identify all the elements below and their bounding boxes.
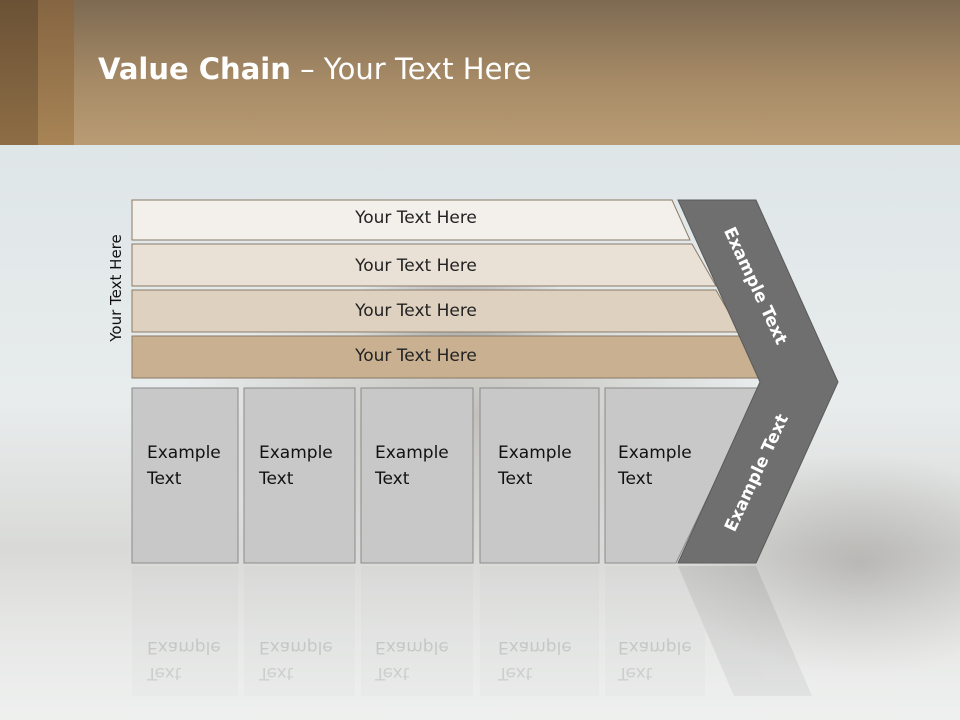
row-label-1: Your Text Here (355, 208, 477, 228)
row-label-4: Your Text Here (355, 346, 477, 366)
activity-box-1-label: Example Text (147, 440, 221, 492)
title-bold: Value Chain (98, 52, 291, 86)
box-label-line2: Text (618, 469, 653, 489)
header-accent-bar (38, 0, 74, 145)
row-label-2: Your Text Here (355, 256, 477, 276)
activity-box-1[interactable] (131, 387, 239, 564)
row-bar-1[interactable] (131, 199, 691, 241)
box-label-line2: Text (147, 469, 182, 489)
activity-box-2-label: Example Text (259, 440, 333, 492)
header-band: Value Chain – Your Text Here (0, 0, 960, 145)
activity-box-3[interactable] (360, 387, 474, 564)
row-label-3: Your Text Here (355, 301, 477, 321)
box-label-line1: Example (375, 443, 449, 463)
activity-box-3-label: Example Text (375, 440, 449, 492)
box-label-line2: Text (498, 469, 533, 489)
reflection-fade (0, 560, 960, 720)
activity-box-4[interactable] (479, 387, 600, 564)
box-label-line2: Text (375, 469, 410, 489)
header-accent-bar (0, 0, 38, 145)
box-label-line1: Example (259, 443, 333, 463)
activity-box-5-label: Example Text (618, 440, 692, 492)
title-rest: – Your Text Here (290, 52, 532, 86)
activity-box-4-label: Example Text (498, 440, 572, 492)
row-bar-2[interactable] (131, 243, 717, 287)
box-label-line2: Text (259, 469, 294, 489)
slide-title[interactable]: Value Chain – Your Text Here (98, 52, 532, 86)
box-label-line1: Example (147, 443, 221, 463)
box-label-line1: Example (498, 443, 572, 463)
box-label-line1: Example (618, 443, 692, 463)
activity-box-2[interactable] (243, 387, 356, 564)
